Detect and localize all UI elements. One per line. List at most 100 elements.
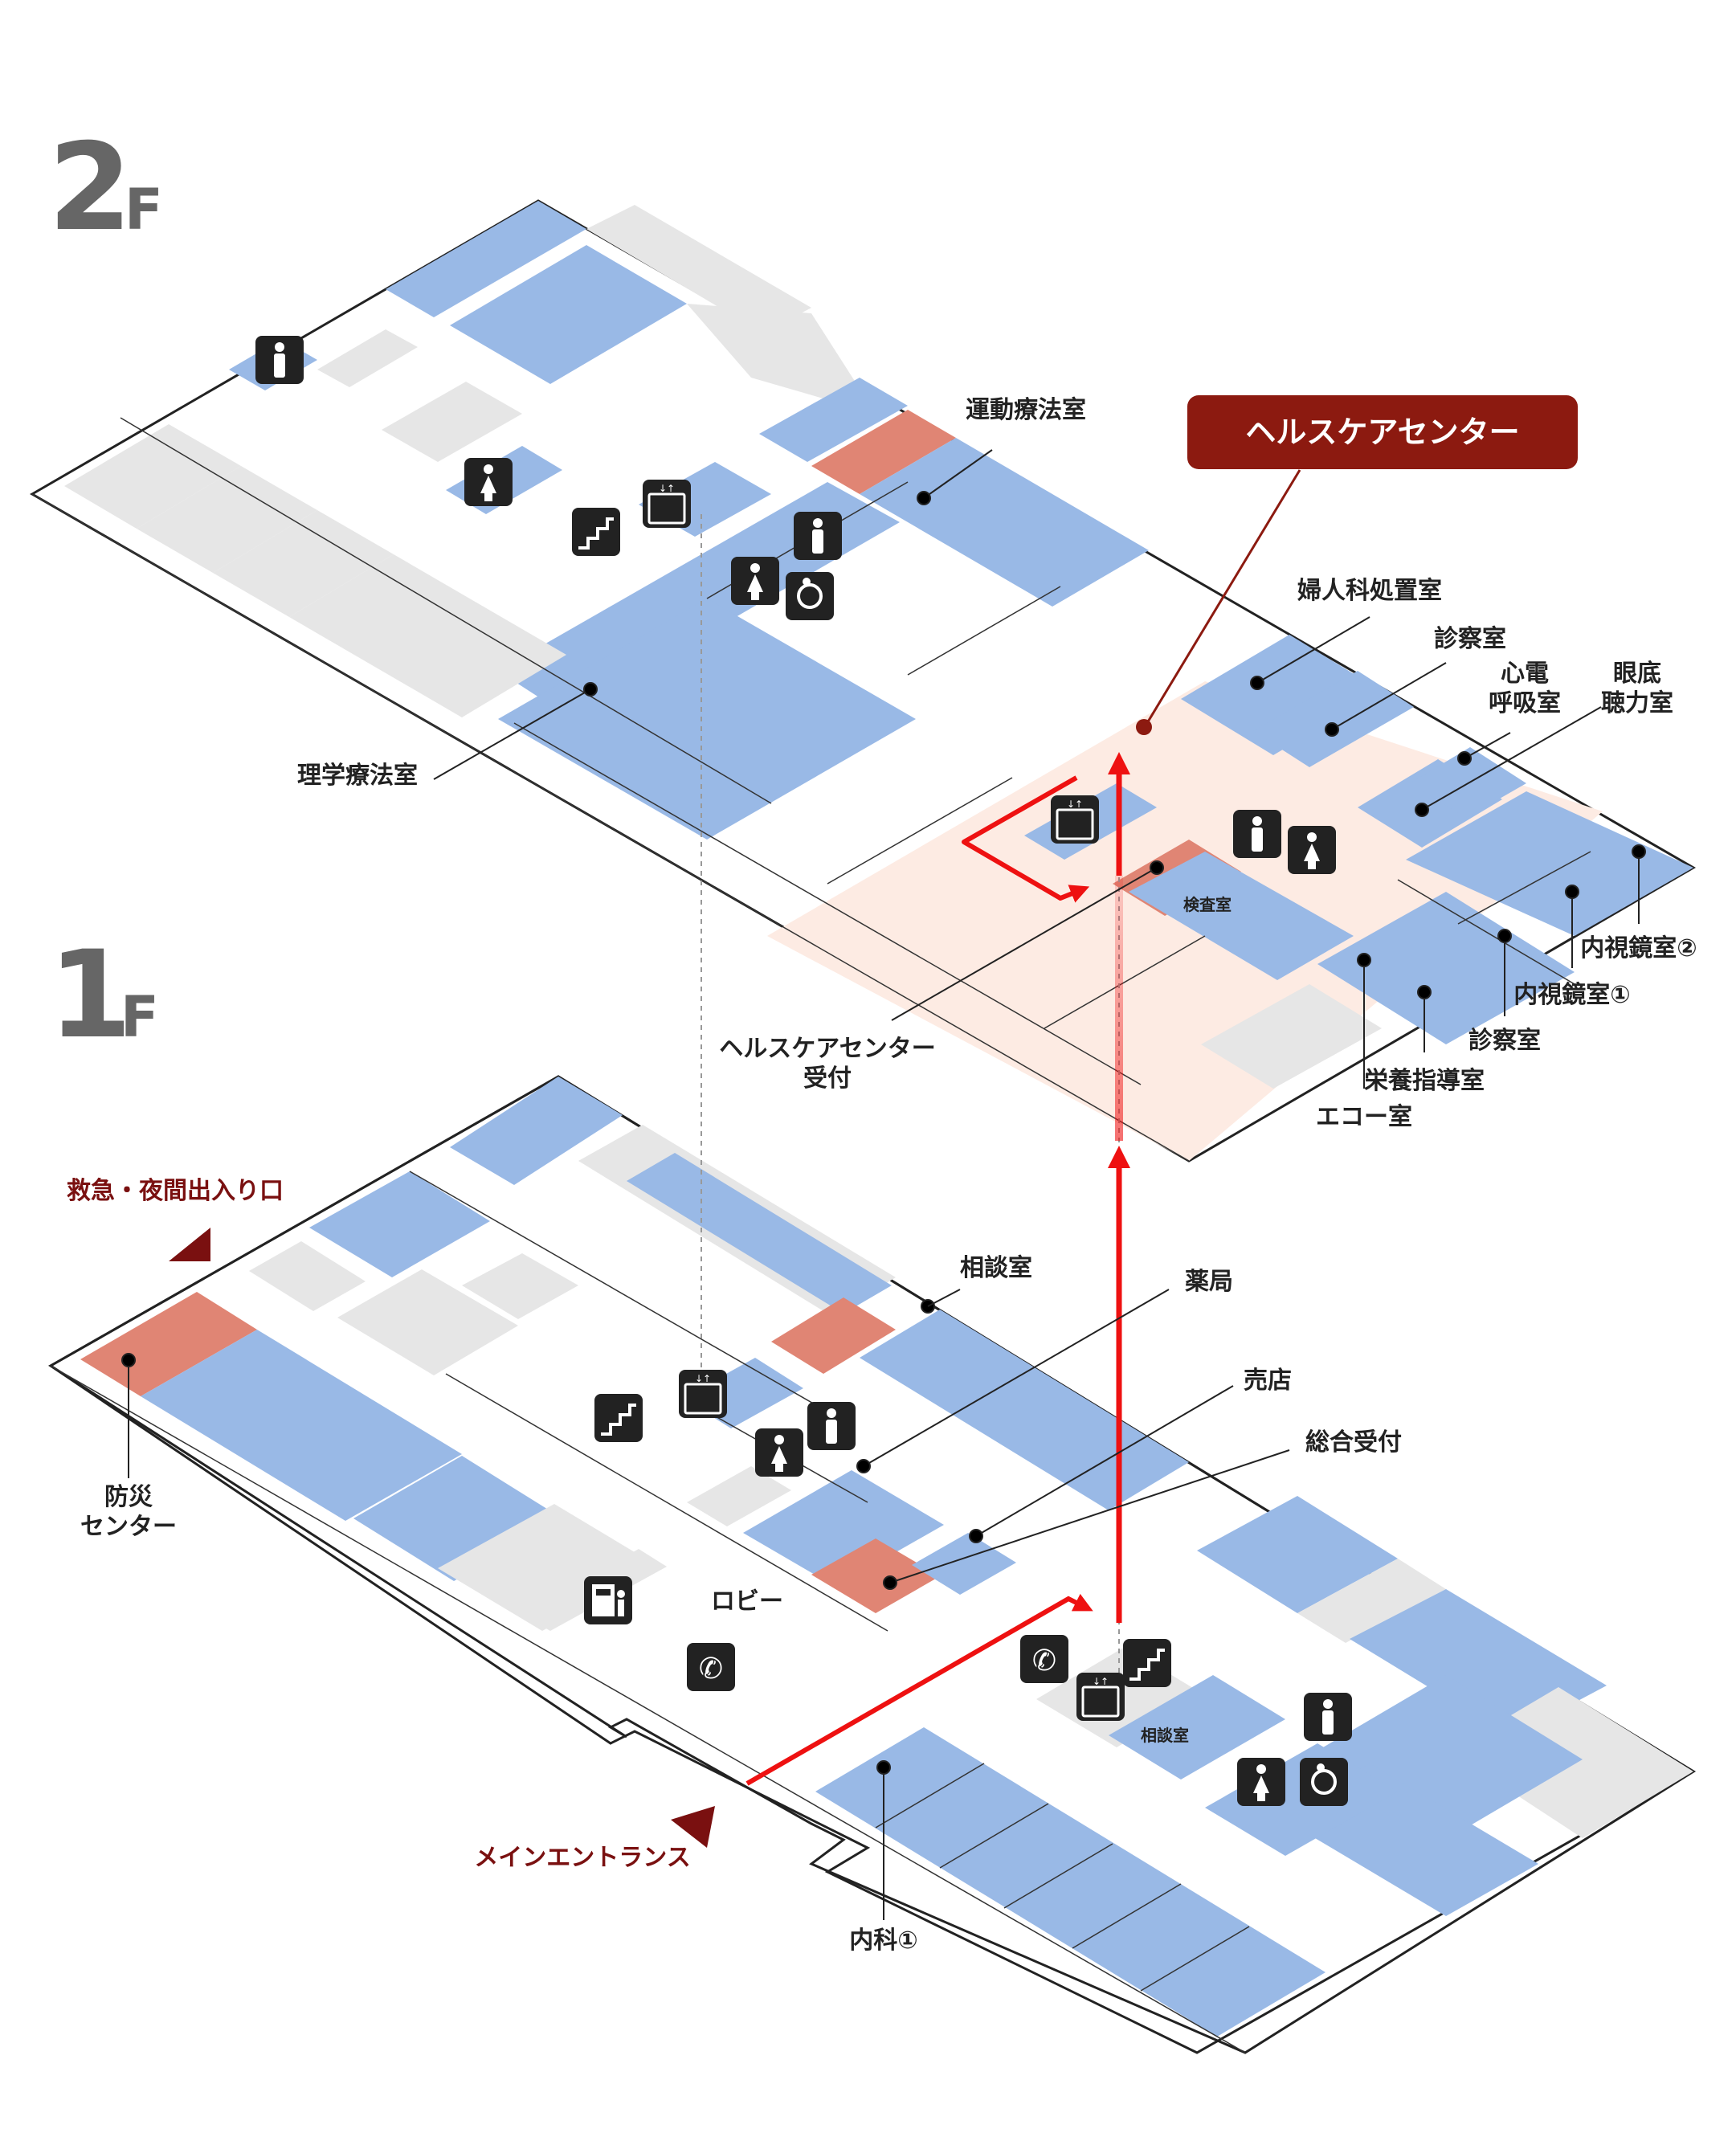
label-eiyo-shido: 栄養指導室	[1364, 1067, 1485, 1095]
room-rigaku	[498, 599, 916, 840]
label-lobby: ロビー	[711, 1587, 783, 1616]
label-shinsatsu-2f-a: 診察室	[1434, 625, 1506, 653]
route-1f-entrance	[745, 1593, 1093, 1786]
stairs-icon	[572, 508, 620, 556]
room-2f	[450, 245, 687, 384]
labels-1f: 救急・夜間出入り口 相談室 薬局 売店 総合受付 防災 センター ロビー 相談室…	[67, 1177, 1402, 1955]
floor-label-1f-number: 1	[48, 926, 132, 1065]
room-1f	[743, 1470, 944, 1587]
healthcare-callout-dot	[1136, 719, 1152, 735]
label-shindenzu: 心電	[1501, 660, 1549, 688]
room-1f	[771, 1297, 896, 1374]
male-restroom-icon	[255, 336, 304, 384]
room-2f	[860, 438, 1149, 607]
elevator-icon: ↓↑	[679, 1370, 727, 1418]
male-restroom-icon	[1233, 810, 1281, 858]
label-sodan-1f-a: 相談室	[960, 1254, 1032, 1282]
room-1f	[438, 1504, 659, 1631]
room-bosai-center	[80, 1292, 257, 1396]
main-entrance-marker	[671, 1806, 715, 1848]
accessible-restroom-icon	[1300, 1758, 1348, 1806]
svg-text:✆: ✆	[699, 1653, 723, 1686]
room-1f	[1309, 1675, 1583, 1840]
svg-text:✆: ✆	[1032, 1645, 1056, 1677]
stairs-icon	[594, 1394, 643, 1442]
male-restroom-icon	[807, 1402, 856, 1450]
route-2f-loop	[962, 775, 1090, 903]
room-1f	[353, 1456, 562, 1581]
room-1f	[462, 1253, 578, 1319]
room-2f	[137, 466, 317, 573]
room-echo	[1201, 984, 1382, 1089]
stairs-icon	[1123, 1639, 1171, 1687]
svg-text:↓↑: ↓↑	[659, 483, 675, 494]
label-kensa: 検査室	[1183, 895, 1232, 914]
room-1f	[450, 1077, 623, 1185]
room-fujinka	[1181, 635, 1382, 755]
label-sogo-uketsuke: 総合受付	[1305, 1428, 1402, 1457]
room-kensa-blue	[1129, 852, 1354, 980]
label-undo-ryoho: 運動療法室	[966, 396, 1086, 424]
room-1f	[1197, 1496, 1398, 1613]
svg-text:↓↑: ↓↑	[1067, 799, 1083, 810]
room-1f	[627, 1153, 892, 1314]
atm-icon	[584, 1576, 632, 1624]
room-2f	[317, 329, 418, 387]
elevator-icon: ↓↑	[1051, 795, 1099, 844]
label-hc-uketsuke-1: ヘルスケアセンター	[719, 1035, 935, 1063]
room-1f	[1109, 1675, 1285, 1780]
telephone-icon: ✆	[687, 1643, 735, 1691]
room-2f	[289, 554, 566, 717]
room-2f	[1317, 892, 1575, 1044]
male-restroom-icon	[1304, 1693, 1352, 1741]
room-1f	[687, 1466, 791, 1526]
telephone-icon: ✆	[1020, 1635, 1068, 1683]
label-shinsatsu-2f-b: 診察室	[1468, 1027, 1541, 1055]
elevator-icon: ↓↑	[643, 480, 691, 528]
room-2f	[759, 378, 908, 462]
icons-1f: ↓↑ ✆ ✆	[584, 1370, 1352, 1806]
accessible-restroom-icon	[786, 572, 834, 620]
female-restroom-icon	[755, 1428, 803, 1477]
room-naishi	[1406, 791, 1693, 936]
room-undo	[811, 410, 956, 494]
floor-label-2f-number: 2	[48, 118, 132, 258]
female-restroom-icon	[1237, 1758, 1285, 1806]
leaders-1f	[121, 1289, 1290, 1920]
label-naika-1: 内科①	[849, 1927, 917, 1955]
healthcare-callout-box	[1187, 395, 1578, 469]
label-bosai-2: センター	[80, 1513, 177, 1541]
label-naishikyo-1: 内視鏡室①	[1513, 981, 1630, 1009]
label-kokyu: 呼吸室	[1489, 689, 1561, 717]
female-restroom-icon	[1288, 826, 1336, 874]
floor-1f	[48, 1075, 1696, 2054]
room-1f	[1297, 1559, 1446, 1643]
icons-2f: ↓↑ ↓↑	[255, 336, 1336, 874]
room-2f	[687, 304, 876, 414]
floor-label-1f-suffix: F	[120, 984, 159, 1050]
room-1f	[337, 1269, 518, 1375]
label-sodan-1f-b: 相談室	[1141, 1726, 1189, 1745]
leaders-2f	[433, 449, 1646, 1089]
room-shinsatsu	[1253, 671, 1414, 767]
female-restroom-icon	[464, 458, 513, 506]
label-rigaku-ryoho: 理学療法室	[297, 762, 418, 790]
room-1f	[249, 1241, 366, 1311]
room-2f	[213, 510, 394, 617]
label-hc-uketsuke-2: 受付	[803, 1064, 852, 1093]
room-naika	[815, 1727, 1325, 2037]
label-yakkyoku: 薬局	[1185, 1268, 1233, 1296]
route-vertical-ghost	[1115, 876, 1123, 1141]
floor-label-2f-suffix: F	[125, 177, 163, 243]
svg-text:↓↑: ↓↑	[1093, 1676, 1109, 1687]
label-main-entrance: メインエントランス	[474, 1844, 690, 1872]
room-1f	[912, 1533, 1016, 1595]
room-2f	[586, 205, 811, 333]
room-1f	[811, 1538, 940, 1613]
male-restroom-icon	[794, 512, 842, 560]
room-1f	[309, 1171, 490, 1277]
label-baiten: 売店	[1244, 1367, 1292, 1395]
label-echo: エコー室	[1316, 1103, 1412, 1131]
label-bosai-1: 防災	[104, 1483, 153, 1511]
labels-2f: 運動療法室 婦人科処置室 診察室 心電 呼吸室 眼底 聴力室 理学療法室 検査室…	[297, 396, 1697, 1131]
